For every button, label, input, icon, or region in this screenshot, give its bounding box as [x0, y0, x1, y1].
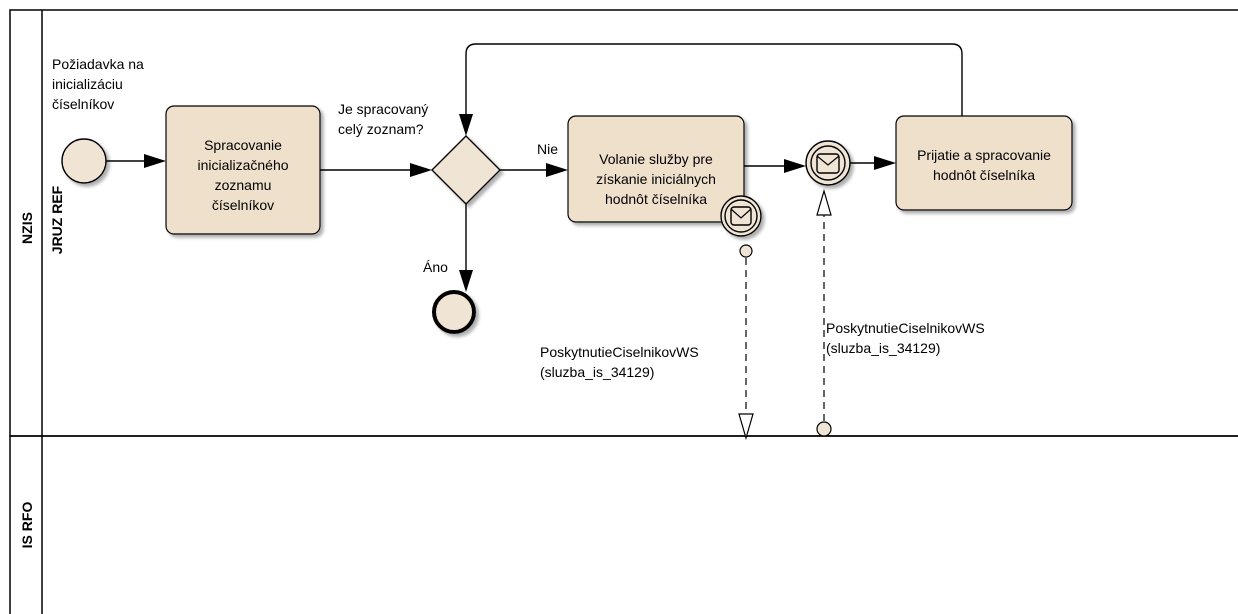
- gateway-yes-label: Áno: [423, 259, 448, 275]
- exclusive-gateway[interactable]: [431, 135, 501, 205]
- intermediate-message-event[interactable]: [805, 140, 851, 186]
- gateway-question-2: celý zoznam?: [338, 121, 424, 137]
- pool-nzis-label: NZIS: [19, 212, 35, 244]
- lane-jruz-ref-label: JRUZ REF: [49, 185, 65, 254]
- end-event[interactable]: [432, 290, 476, 334]
- task-2-line-3: hodnôt číselníka: [605, 191, 707, 207]
- task-1-line-3: zoznamu: [215, 177, 272, 193]
- boundary-message-event[interactable]: [720, 195, 762, 237]
- task-volanie-sluzby[interactable]: Volanie služby pre získanie iniciálnych …: [567, 115, 745, 223]
- task-3-line-1: Prijatie a spracovanie: [917, 147, 1051, 163]
- start-event[interactable]: [61, 138, 107, 184]
- task-1-line-2: inicializačného: [197, 157, 288, 173]
- message-flow-incoming[interactable]: [816, 188, 832, 437]
- start-event-label-3: číselníkov: [52, 96, 114, 112]
- message-flow-1-name: PoskytnutieCiselnikovWS: [540, 344, 699, 360]
- task-2-line-1: Volanie služby pre: [599, 151, 713, 167]
- task-1-line-4: číselníkov: [212, 197, 274, 213]
- start-event-label-2: inicializáciu: [52, 76, 123, 92]
- task-2-line-2: získanie iniciálnych: [596, 171, 716, 187]
- pool-is-rfo-label: IS RFO: [19, 502, 35, 549]
- message-flow-outgoing[interactable]: [738, 244, 754, 441]
- pool-is-rfo: IS RFO: [9, 435, 1238, 614]
- envelope-icon: [816, 153, 840, 174]
- gateway-no-label: Nie: [537, 141, 558, 157]
- message-flow-2-service: (sluzba_is_34129): [826, 340, 940, 356]
- envelope-icon: [730, 206, 752, 226]
- task-3-line-2: hodnôt číselníka: [933, 167, 1035, 183]
- task-prijatie-spracovanie[interactable]: Prijatie a spracovanie hodnôt číselníka: [895, 115, 1073, 211]
- message-flow-1-service: (sluzba_is_34129): [540, 364, 654, 380]
- message-flow-2-name: PoskytnutieCiselnikovWS: [826, 320, 985, 336]
- gateway-question-1: Je spracovaný: [338, 101, 428, 117]
- arrow-head: [144, 154, 166, 168]
- task-1-line-1: Spracovanie: [204, 137, 282, 153]
- start-event-label-1: Požiadavka na: [52, 56, 144, 72]
- task-spracovanie-zoznamu[interactable]: Spracovanie inicializačného zoznamu číse…: [165, 105, 321, 235]
